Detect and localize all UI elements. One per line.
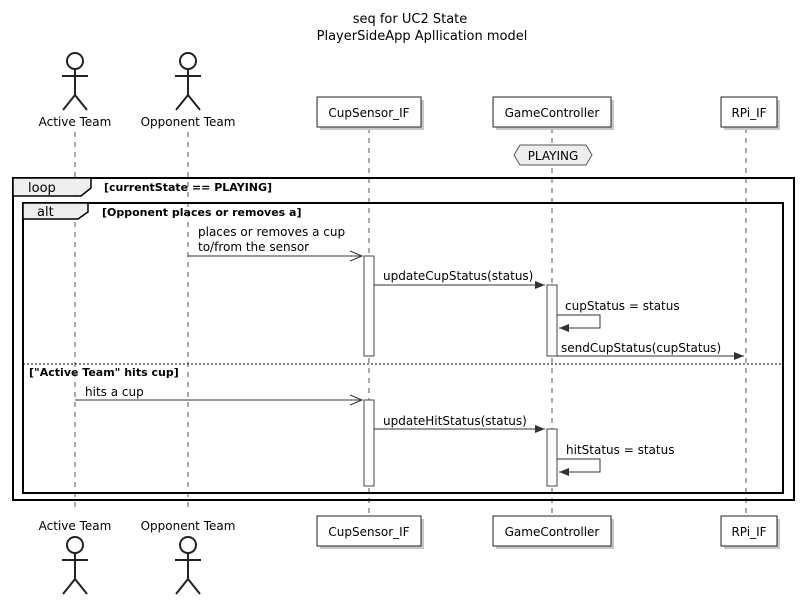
- actor-active-team-bottom: Active Team: [39, 519, 112, 595]
- message-label: cupStatus = status: [565, 299, 680, 313]
- actor-head-icon: [66, 52, 84, 70]
- participant-rpi-if-bottom: RPi_IF: [720, 515, 780, 549]
- actor-head-icon: [66, 536, 84, 554]
- loop-keyword: loop: [28, 181, 56, 196]
- message-label: updateCupStatus(status): [383, 269, 533, 283]
- alt-tab: alt: [22, 202, 89, 220]
- message-label: hitStatus = status: [566, 443, 674, 457]
- actor-label: Opponent Team: [141, 519, 236, 533]
- message-send-cup-status: sendCupStatus(cupStatus): [557, 341, 744, 360]
- actor-active-team-top: Active Team: [39, 52, 112, 129]
- message-label: updateHitStatus(status): [383, 414, 527, 428]
- loop-guard: [currentState == PLAYING]: [104, 181, 272, 194]
- state-playing: PLAYING: [513, 144, 593, 166]
- message-update-cup-status: updateCupStatus(status): [374, 269, 545, 289]
- participant-label: CupSensor_IF: [328, 525, 409, 539]
- loop-tab: loop: [12, 177, 92, 197]
- actor-label: Active Team: [39, 115, 112, 129]
- message-label-line-1: places or removes a cup: [198, 225, 345, 239]
- alt-else-guard: ["Active Team" hits cup]: [29, 366, 179, 379]
- loop-frame: [12, 177, 795, 501]
- message-update-hit-status: updateHitStatus(status): [374, 414, 545, 433]
- participant-label: RPi_IF: [731, 525, 766, 539]
- diagram-title-line-1: seq for UC2 State: [353, 12, 468, 27]
- message-places-removes-cup: places or removes a cup to/from the sens…: [188, 225, 364, 262]
- message-set-cup-status: cupStatus = status: [557, 299, 680, 332]
- activation-gamecontroller-1: [546, 284, 558, 357]
- message-hits-a-cup: hits a cup: [75, 385, 364, 406]
- participant-gamecontroller-bottom: GameController: [492, 515, 614, 549]
- alt-keyword: alt: [37, 205, 54, 220]
- activation-cupsensor-2: [363, 399, 375, 487]
- participant-cupsensor-if-top: CupSensor_IF: [316, 96, 424, 130]
- participant-cupsensor-if-bottom: CupSensor_IF: [316, 515, 424, 549]
- activation-gamecontroller-2: [546, 428, 558, 487]
- participant-gamecontroller-top: GameController: [492, 96, 614, 130]
- alt-guard: [Opponent places or removes a]: [102, 206, 302, 219]
- actor-opponent-team-top: Opponent Team: [141, 52, 236, 129]
- actor-opponent-team-bottom: Opponent Team: [141, 519, 236, 595]
- message-label: hits a cup: [85, 385, 144, 399]
- participant-label: CupSensor_IF: [328, 106, 409, 120]
- diagram-title-line-2: PlayerSideApp Apllication model: [317, 29, 528, 44]
- activation-cupsensor-1: [363, 255, 375, 357]
- participant-label: GameController: [505, 106, 600, 120]
- message-label: sendCupStatus(cupStatus): [561, 341, 721, 355]
- alt-frame: [22, 202, 784, 494]
- actor-head-icon: [179, 536, 197, 554]
- message-set-hit-status: hitStatus = status: [557, 443, 674, 476]
- participant-label: GameController: [505, 525, 600, 539]
- actor-label: Active Team: [39, 519, 112, 533]
- actor-head-icon: [179, 52, 197, 70]
- message-label-line-2: to/from the sensor: [198, 240, 309, 254]
- state-label: PLAYING: [528, 149, 579, 163]
- participant-rpi-if-top: RPi_IF: [720, 96, 780, 130]
- participant-label: RPi_IF: [731, 106, 766, 120]
- actor-label: Opponent Team: [141, 115, 236, 129]
